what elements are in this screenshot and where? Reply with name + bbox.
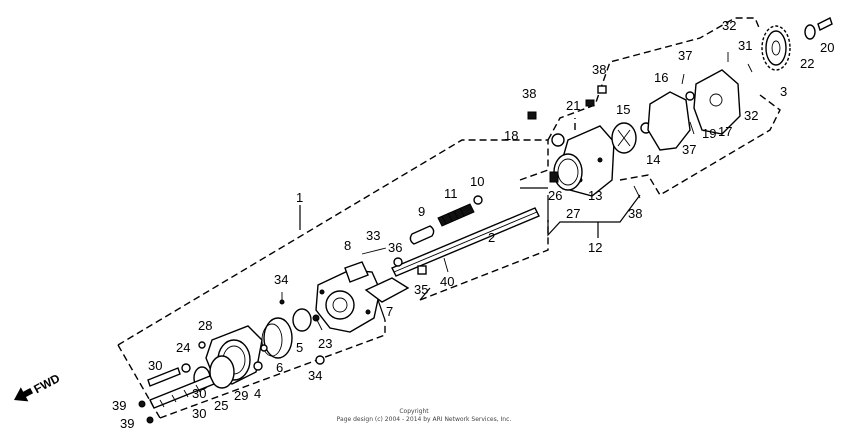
callout-17: 17 xyxy=(718,124,732,139)
callout-30-c: 30 xyxy=(192,406,206,421)
oring-part-27 xyxy=(553,153,583,191)
callout-15: 15 xyxy=(616,102,630,117)
cap-part-10 xyxy=(473,195,483,205)
fwd-label: FWD xyxy=(31,371,62,396)
callout-19: 19 xyxy=(702,126,716,141)
callout-40: 40 xyxy=(440,274,454,289)
pump-body-part-8 xyxy=(315,261,381,333)
callout-26: 26 xyxy=(548,188,562,203)
plate-part-7 xyxy=(364,277,410,303)
callout-16: 16 xyxy=(654,70,668,85)
callout-28: 28 xyxy=(198,318,212,333)
washer-part-22 xyxy=(804,24,816,40)
screw-part-35 xyxy=(417,265,427,275)
callout-36: 36 xyxy=(388,240,402,255)
bracket-part-30 xyxy=(147,367,215,409)
rotor-part-15 xyxy=(611,122,637,154)
callout-29: 29 xyxy=(234,388,248,403)
part-38-left xyxy=(527,111,537,120)
screw-part-34-lower xyxy=(315,355,325,365)
ring-part-29 xyxy=(209,355,235,389)
callout-1: 1 xyxy=(296,190,303,205)
pin-part-36 xyxy=(393,257,403,267)
callout-11: 11 xyxy=(444,186,458,201)
callout-4: 4 xyxy=(254,386,261,401)
callout-13: 13 xyxy=(588,188,602,203)
copyright-footer: Copyright Page design (c) 2004 - 2014 by… xyxy=(337,408,512,423)
pin-part-9 xyxy=(409,225,435,245)
callout-34-b: 34 xyxy=(308,368,322,383)
copyright-line-2: Page design (c) 2004 - 2014 by ARI Netwo… xyxy=(337,416,512,423)
part-38-lower xyxy=(633,185,641,199)
part-19 xyxy=(685,91,695,101)
callout-23: 23 xyxy=(318,336,332,351)
callout-38-b: 38 xyxy=(592,62,606,77)
screw-part-34-upper xyxy=(279,292,285,305)
callout-18: 18 xyxy=(504,128,518,143)
callout-20: 20 xyxy=(820,40,834,55)
callout-2: 2 xyxy=(488,230,495,245)
callout-37-a: 37 xyxy=(678,48,692,63)
plate-part-17 xyxy=(693,69,741,135)
bolt-part-4 xyxy=(253,344,268,371)
callout-35: 35 xyxy=(414,282,428,297)
spring-part-11 xyxy=(437,203,475,227)
bolt-part-39 xyxy=(138,400,154,424)
callout-3: 3 xyxy=(780,84,787,99)
shaft-part-2 xyxy=(391,207,540,277)
callout-7: 7 xyxy=(386,304,393,319)
assembly-outline-upper xyxy=(547,17,781,196)
callout-31: 31 xyxy=(738,38,752,53)
callout-39-b: 39 xyxy=(120,416,134,431)
callout-30-a: 30 xyxy=(148,358,162,373)
callout-12: 12 xyxy=(588,240,602,255)
callout-37-b: 37 xyxy=(682,142,696,157)
bolt-part-20 xyxy=(817,17,833,31)
screws-part-31-32-37 xyxy=(681,52,753,135)
callout-5: 5 xyxy=(296,340,303,355)
screw-part-33 xyxy=(361,247,387,255)
callout-38-c: 38 xyxy=(628,206,642,221)
rotor-part-6 xyxy=(261,317,293,359)
callout-33: 33 xyxy=(366,228,380,243)
copyright-line-1: Copyright xyxy=(399,408,429,415)
callout-8: 8 xyxy=(344,238,351,253)
callout-10: 10 xyxy=(470,174,484,189)
fwd-direction-indicator: FWD xyxy=(14,371,62,402)
callout-30-b: 30 xyxy=(192,386,206,401)
callout-21: 21 xyxy=(566,98,580,113)
part-21 xyxy=(585,99,595,107)
pin-part-28 xyxy=(198,341,206,349)
callout-22: 22 xyxy=(800,56,814,71)
callout-25: 25 xyxy=(214,398,228,413)
callout-32-b: 32 xyxy=(744,108,758,123)
callout-39-a: 39 xyxy=(112,398,126,413)
callout-24: 24 xyxy=(176,340,190,355)
callout-6: 6 xyxy=(276,360,283,375)
part-38-upper xyxy=(597,85,607,94)
callout-32-a: 32 xyxy=(722,18,736,33)
callout-14: 14 xyxy=(646,152,660,167)
callout-34-a: 34 xyxy=(274,272,288,287)
pin-part-24 xyxy=(181,363,191,373)
sprocket-part-3 xyxy=(761,25,791,71)
part-26 xyxy=(549,171,559,183)
callout-27: 27 xyxy=(566,206,580,221)
gear-part-23 xyxy=(312,314,323,331)
part-18 xyxy=(551,133,565,147)
cover-part-16 xyxy=(647,91,691,151)
callout-38-a: 38 xyxy=(522,86,536,101)
callout-9: 9 xyxy=(418,204,425,219)
callouts: 1 2 3 4 5 6 7 8 9 10 11 12 13 14 15 16 1… xyxy=(112,18,834,431)
fwd-arrow-icon xyxy=(14,387,34,402)
screw-part-40 xyxy=(443,257,449,273)
gear-part-5 xyxy=(292,308,312,332)
